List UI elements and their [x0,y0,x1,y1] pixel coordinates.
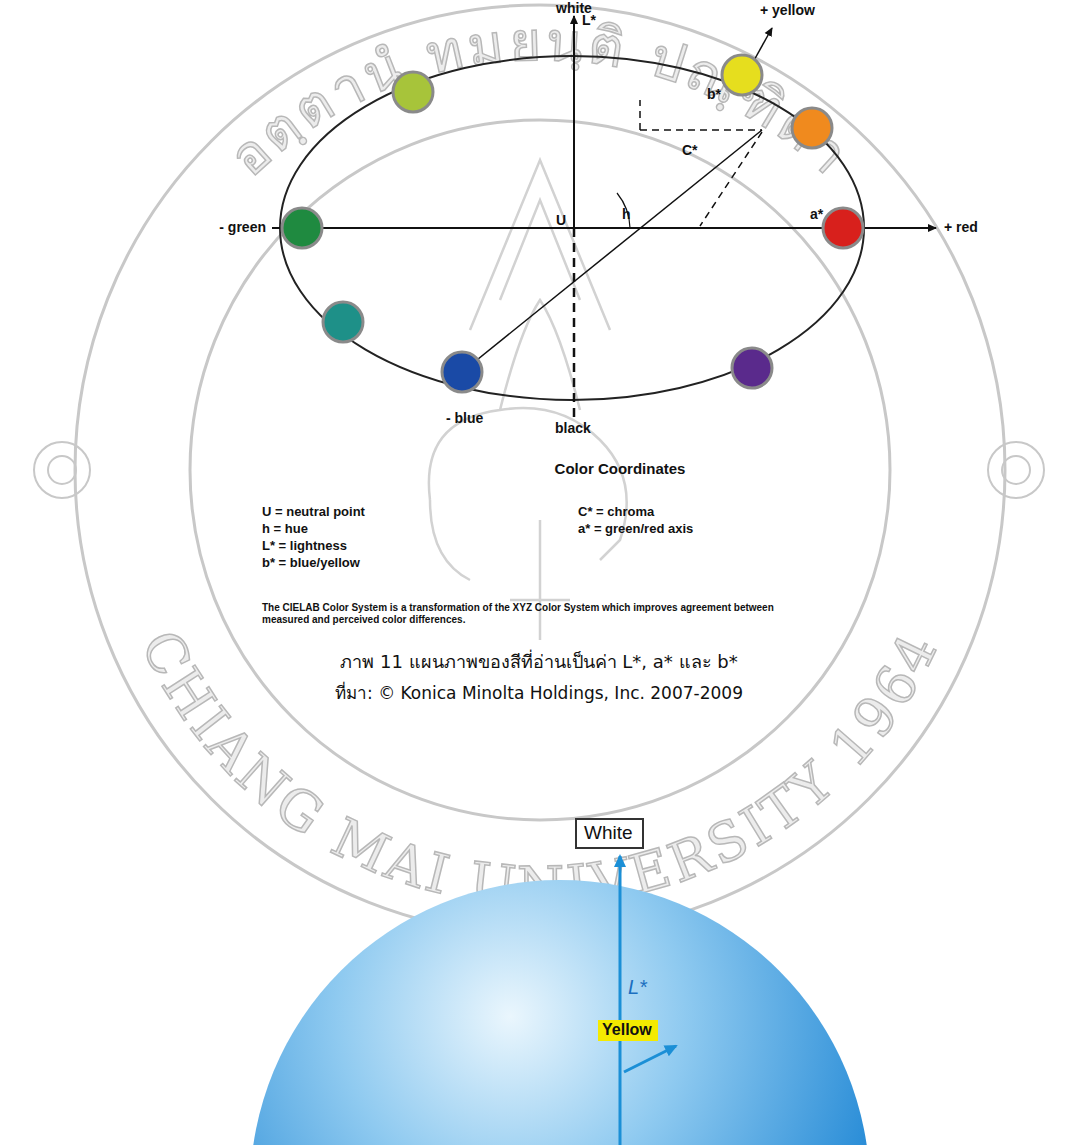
dashed-guide [700,132,762,226]
color-sample-dots [823,208,863,248]
lightness-axis [573,16,575,228]
source-text: ที่มา: © Konica Minolta Holdings, Inc. 2… [335,684,743,704]
axis-label: a* [810,206,823,222]
axis-label: L* [628,976,647,999]
color-sample-dots [732,348,772,388]
key-line: a* = green/red axis [578,522,693,537]
watermark-text: CHIANG MAI UNIVERSITY 1964 [129,621,952,918]
axis-label: - blue [446,410,483,426]
seal-flower [34,442,90,498]
sphere-lightness-arrow [619,856,622,1145]
color-sample-dots [722,55,762,95]
key-line: U = neutral point [262,505,365,520]
color-sample-dots [792,108,832,148]
seal-flower [988,442,1044,498]
seal-emblem [470,160,610,330]
hue-angle-arc [617,193,630,228]
dashed-guide [639,100,641,130]
axis-label: + red [944,219,978,235]
axis-label: - green [219,219,266,235]
axis-label: L* [582,12,596,28]
diagram-title: Color Coordinates [555,460,686,477]
seal-emblem [510,520,570,640]
seal-outer-ring [75,5,1005,935]
note-text: The CIELAB Color System is a transformat… [262,602,822,625]
box-text: White [584,822,635,844]
color-sample-dots [442,352,482,392]
color-sample-dots [393,72,433,112]
label-box: Yellow [598,1020,658,1041]
color-sample-dots [282,208,322,248]
axis-label: U [556,212,566,228]
box-text: Yellow [602,1021,654,1039]
axis-label: C* [682,142,698,158]
key-line: L* = lightness [262,539,347,554]
sphere-yellow-arrow [624,1046,676,1072]
lightness-axis-dashed [573,228,576,418]
label-box: White [575,818,644,849]
key-line: C* = chroma [578,505,654,520]
figure-caption: ภาพ 11 แผนภาพของสีที่อ่านเป็นค่า L*, a* … [340,652,737,673]
chroma-line [462,130,762,372]
dashed-guide [640,129,762,131]
seal-flower [1002,456,1030,484]
color-sample-dots [323,302,363,342]
seal-flower [48,456,76,484]
axis-label: black [555,420,591,436]
color-sample-dots [282,55,863,392]
axis-label: b* [707,86,721,102]
key-line: b* = blue/yellow [262,556,360,571]
color-sphere [250,880,870,1145]
seal-flower [34,442,1044,498]
seal-inner-ring [190,120,890,820]
axis-label: + yellow [760,2,815,18]
watermark-text: CHIANG MAI UNIVERSITY 1964 [129,621,952,918]
seal-text: อตฺตานํ ทมยนฺติ ปณฺฑิตาCHIANG MAI UNIVER… [129,10,952,919]
key-line: h = hue [262,522,308,537]
seal-emblem [429,300,627,580]
axis-label: h [622,206,631,222]
